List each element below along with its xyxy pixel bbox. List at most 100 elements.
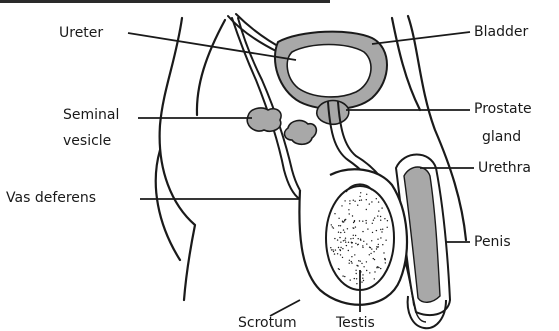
testis-stipple-dot (373, 251, 374, 252)
testis-stipple-dot (354, 278, 355, 279)
testis-stipple-dot (340, 232, 341, 233)
testis-stipple-dot (350, 238, 351, 239)
testis-stipple-dot (362, 278, 363, 279)
testis-stipple-dot (381, 231, 382, 232)
testis-stipple-dot (342, 275, 343, 276)
testis-stipple-dot (351, 262, 352, 263)
testis-stipple-dot (351, 242, 352, 243)
testis-stipple-dot (345, 242, 346, 243)
testis-stipple-dot (340, 247, 341, 248)
testis-stipple-dot (348, 209, 349, 210)
testis-stipple-dot (360, 261, 361, 262)
body-outline-thigh-left (156, 150, 180, 260)
testis-stipple-dot (355, 226, 356, 227)
testis-stipple-dot (345, 238, 346, 239)
testis-stipple-dot (376, 267, 377, 268)
testis-stipple-dot (344, 200, 345, 201)
leader-bladder (372, 32, 470, 44)
testis-stipple-dot (374, 278, 375, 279)
label-prostate-line1: Prostate (474, 102, 532, 116)
testis-stipple-dot (335, 249, 336, 250)
testis-stipple-dot (385, 262, 386, 263)
testis-stipple-dot (380, 220, 381, 221)
label-vas-deferens: Vas deferens (6, 191, 96, 205)
testis-stipple-dot (359, 200, 360, 201)
testis-stipple-dot (374, 259, 375, 260)
testis-stipple-dot (371, 248, 372, 249)
testis-stipple-dot (359, 220, 360, 221)
testis-stipple-dot (384, 258, 385, 259)
testis-stipple-dot (378, 201, 379, 202)
testis-stipple-dot (358, 260, 359, 261)
label-prostate-line2: gland (482, 130, 521, 144)
testis-stipple-dot (376, 246, 377, 247)
testis-stipple-dot (354, 254, 355, 255)
testis-stipple-dot (343, 229, 344, 230)
testis-stipple-dot (332, 249, 333, 250)
testis-stipple-dot (373, 258, 374, 259)
testis-stipple-dot (339, 237, 340, 238)
testis-stipple-dot (372, 232, 373, 233)
label-bladder: Bladder (474, 25, 528, 39)
label-penis: Penis (474, 235, 511, 249)
testis-stipple-dot (362, 247, 363, 248)
testis-stipple-dot (387, 227, 388, 228)
testis-stipple-dot (363, 241, 364, 242)
testis-stipple-dot (342, 248, 343, 249)
testis-stipple-dot (366, 261, 367, 262)
testis-stipple-dot (338, 225, 339, 226)
testis-stipple-dot (363, 280, 364, 281)
testis-stipple-dot (362, 274, 363, 275)
testis-stipple-dot (377, 239, 378, 240)
testis-stipple-dot (348, 242, 349, 243)
testis-stipple-dot (350, 279, 351, 280)
testis-stipple-dot (369, 272, 370, 273)
testis-stipple-dot (387, 220, 388, 221)
testis-stipple-dot (362, 231, 363, 232)
testis-stipple-dot (341, 205, 342, 206)
testis-stipple-dot (361, 281, 362, 282)
testis-stipple-dot (345, 219, 346, 220)
testis-stipple-dot (347, 228, 348, 229)
testis-stipple-dot (338, 247, 339, 248)
testis-stipple-dot (352, 215, 353, 216)
testis-stipple-dot (373, 220, 374, 221)
testis-stipple-dot (377, 215, 378, 216)
testis-stipple-dot (331, 224, 332, 225)
testis-stipple-dot (354, 201, 355, 202)
testis-stipple-dot (333, 227, 334, 228)
leader-scrotum (270, 300, 300, 316)
testis-stipple-dot (355, 270, 356, 271)
testis-stipple-dot (334, 238, 335, 239)
testis-stipple-dot (344, 232, 345, 233)
testis-stipple-dot (351, 261, 352, 262)
testis-stipple-dot (378, 244, 379, 245)
testis-stipple-dot (380, 216, 381, 217)
testis-stipple-dot (374, 217, 375, 218)
label-urethra: Urethra (478, 161, 531, 175)
testis-stipple-dot (349, 203, 350, 204)
testis-stipple-dot (366, 209, 367, 210)
testis-stipple-dot (363, 266, 364, 267)
testis-stipple-dot (351, 256, 352, 257)
testis-stipple-dot (376, 248, 377, 249)
testis-stipple-dot (356, 283, 357, 284)
testis-stipple-dot (362, 221, 363, 222)
testis-stipple-dot (353, 235, 354, 236)
testis-stipple-dot (348, 250, 349, 251)
testis-stipple-dot (356, 265, 357, 266)
label-ureter: Ureter (59, 26, 103, 40)
testis-stipple-dot (332, 226, 333, 227)
testis-stipple-dot (383, 252, 384, 253)
body-outline-belly (197, 20, 225, 115)
testis-stipple-dot (369, 254, 370, 255)
testis-stipple-dot (338, 218, 339, 219)
testis-stipple-dot (340, 250, 341, 251)
testis-stipple-dot (353, 222, 354, 223)
testis-stipple-dot (340, 242, 341, 243)
testis-stipple-dot (367, 228, 368, 229)
testis-stipple-dot (360, 240, 361, 241)
testis-stipple-dot (333, 251, 334, 252)
testis-stipple-dot (356, 278, 357, 279)
testis-stipple-dot (380, 268, 381, 269)
